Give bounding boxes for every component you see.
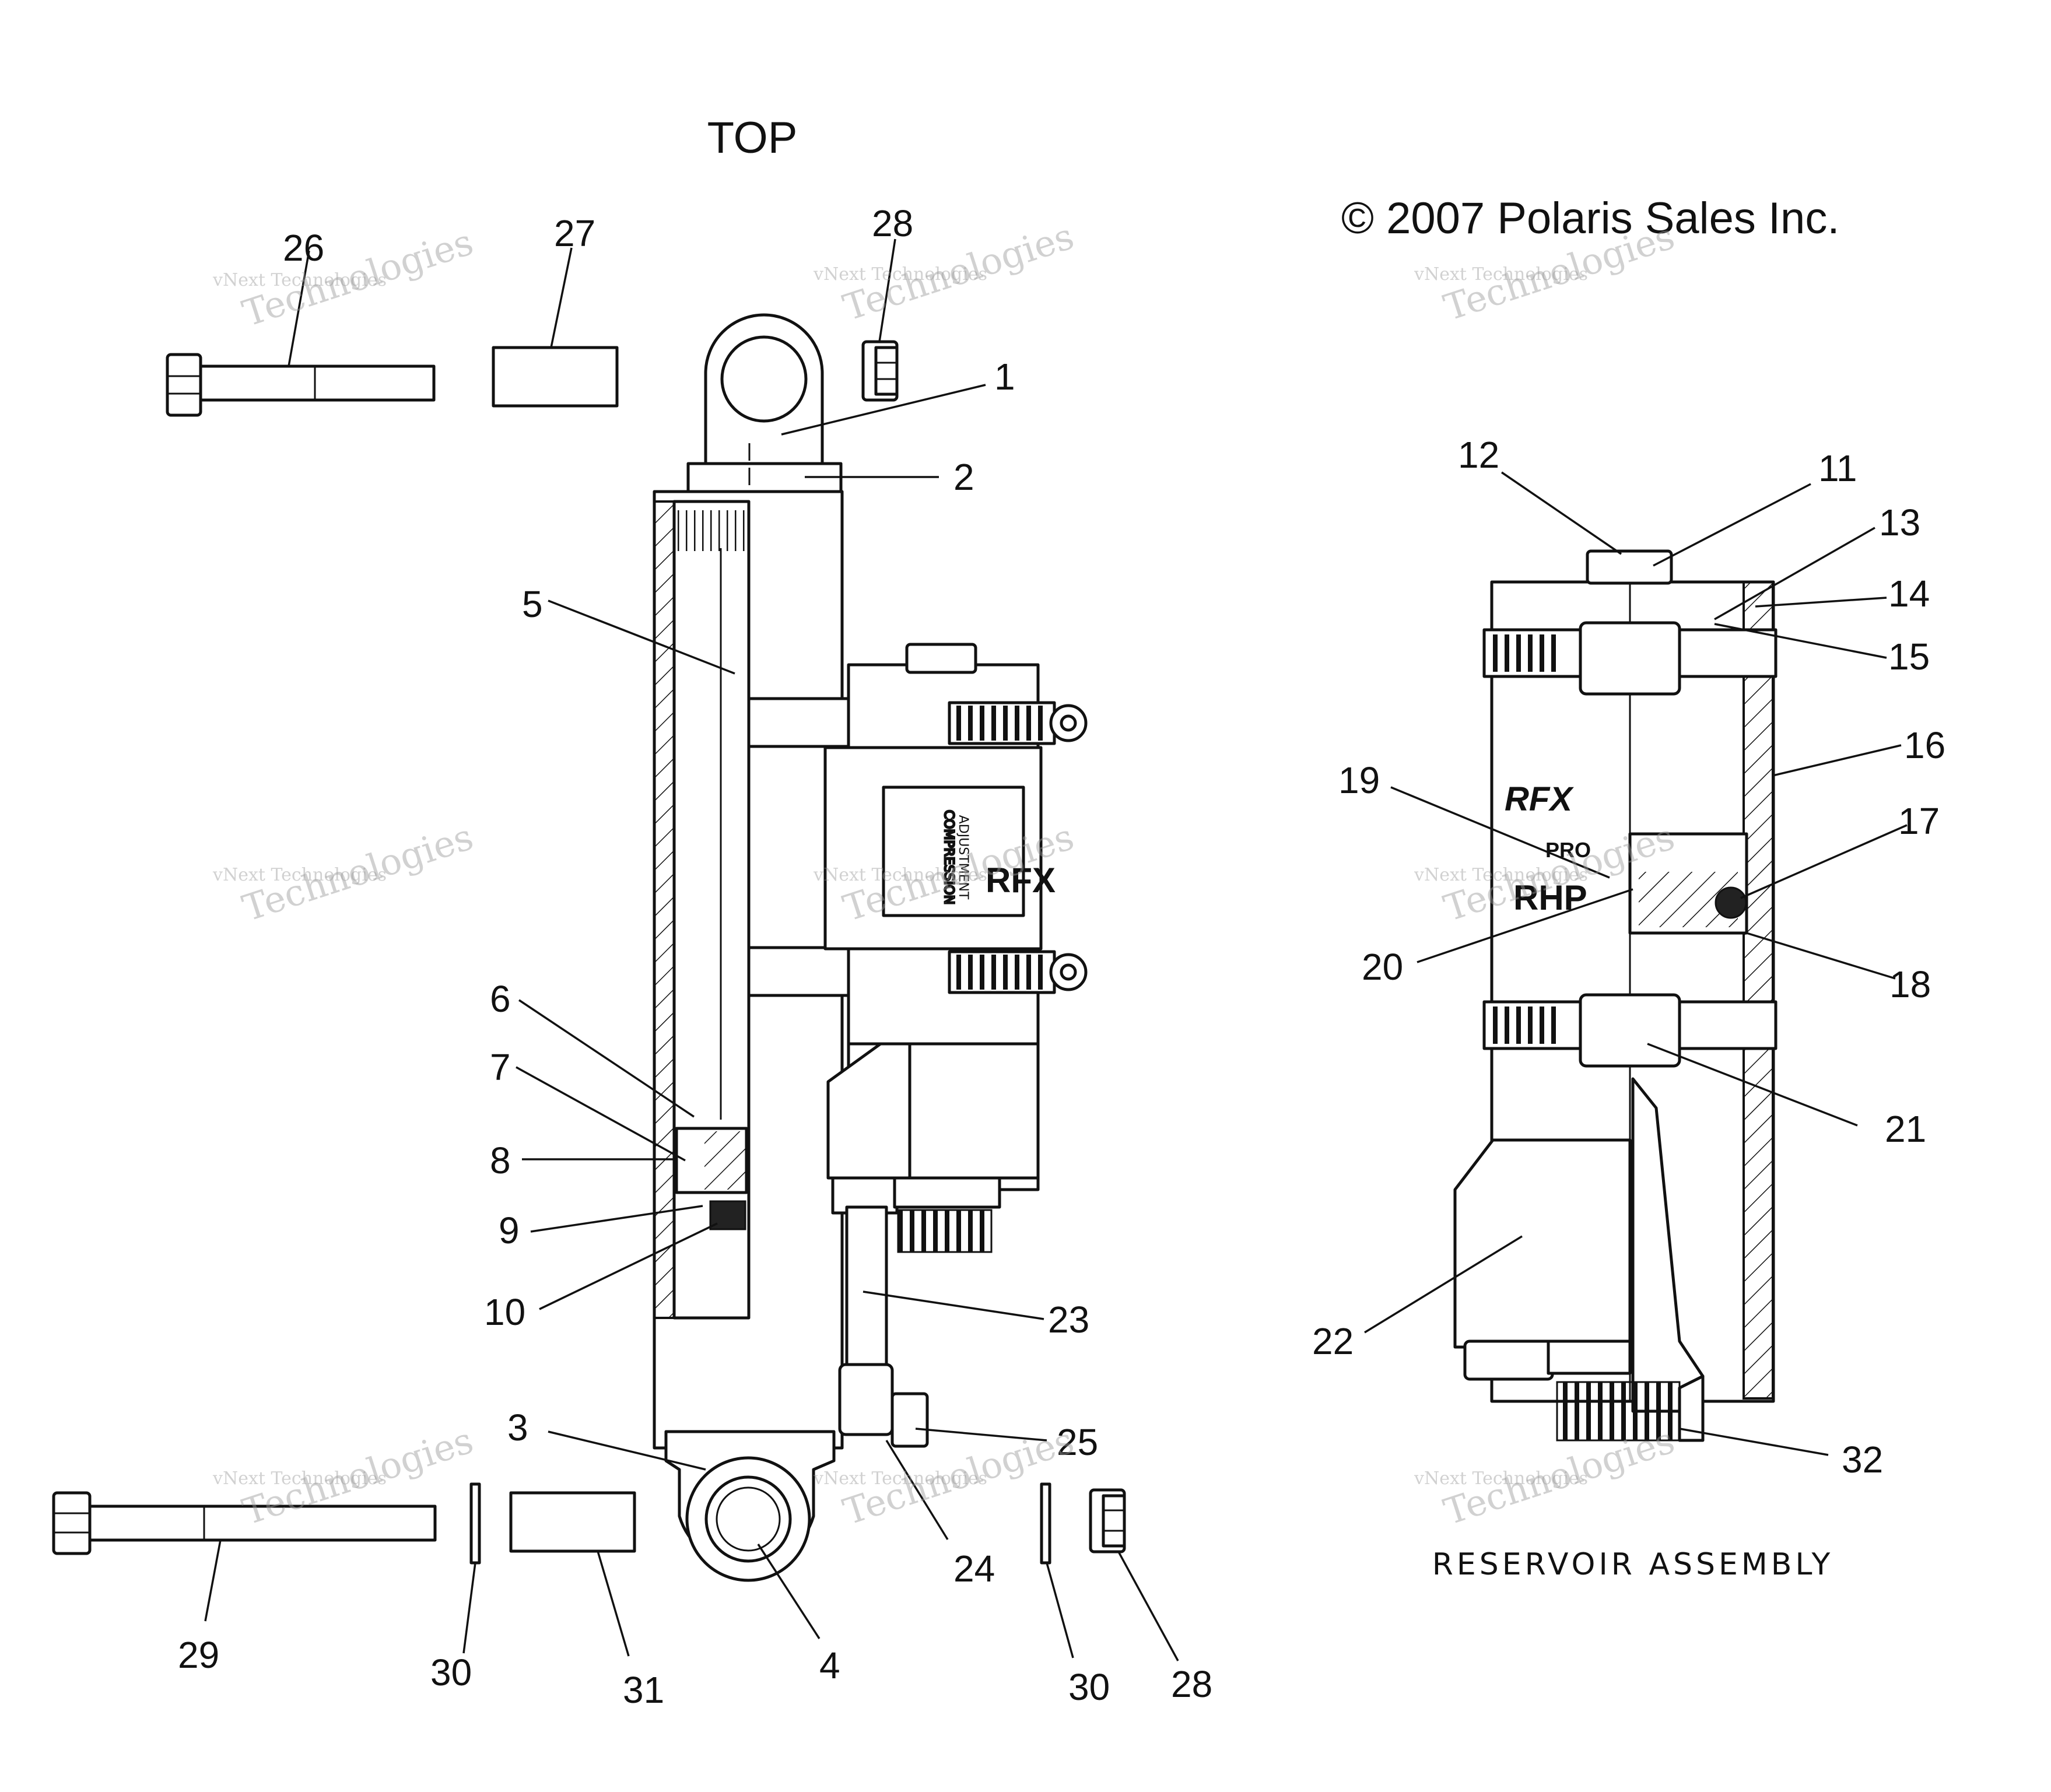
callout-26: 26 (283, 227, 324, 269)
callout-31: 31 (623, 1669, 664, 1711)
top-bolt (166, 353, 436, 417)
inner-tube (672, 500, 751, 1320)
callout-28-bottom: 28 (1171, 1663, 1212, 1705)
callout-30-right: 30 (1068, 1666, 1110, 1708)
bottom-bolt (52, 1491, 437, 1555)
callout-3: 3 (507, 1407, 528, 1449)
compression-adjuster-knob (897, 1209, 993, 1253)
floating-piston-oring (1715, 886, 1747, 919)
callout-numbers: 1 2 3 4 5 6 7 8 9 10 11 12 13 14 15 16 1… (178, 202, 1945, 1711)
bottom-spacer (509, 1491, 636, 1553)
clamp-lower (948, 950, 1088, 994)
callout-19: 19 (1338, 759, 1380, 801)
callout-32: 32 (1842, 1439, 1883, 1481)
piggyback-reservoir (823, 643, 1043, 1253)
callout-22: 22 (1312, 1320, 1354, 1362)
callout-24: 24 (953, 1548, 995, 1590)
callout-15: 15 (1888, 636, 1930, 678)
leader-lines (204, 239, 1908, 1661)
shock-eyelet-top (704, 313, 824, 468)
callout-8: 8 (490, 1139, 511, 1181)
shock-eyelet-bottom (664, 1430, 836, 1582)
callout-6: 6 (490, 978, 511, 1020)
callout-27: 27 (554, 212, 595, 254)
watermark: vNext Technologies Technologies (212, 815, 478, 930)
callout-1: 1 (994, 356, 1015, 398)
callout-9: 9 (499, 1209, 520, 1251)
copyright-notice: © 2007 Polaris Sales Inc. (1341, 194, 1839, 243)
callout-20: 20 (1362, 946, 1403, 988)
svg-text:RFX: RFX (1505, 780, 1574, 818)
svg-text:vNext Technologies: vNext Technologies (813, 865, 987, 885)
callout-11: 11 (1818, 447, 1857, 489)
reservoir-cap-bolt (1586, 549, 1673, 585)
svg-text:vNext Technologies: vNext Technologies (813, 1468, 987, 1489)
bottom-flange-nut (1089, 1488, 1126, 1553)
callout-14: 14 (1888, 573, 1930, 615)
callout-30-left: 30 (430, 1651, 472, 1693)
callout-18: 18 (1889, 963, 1931, 1005)
svg-text:COMPRESSION: COMPRESSION (941, 810, 956, 904)
reservoir-hose (838, 1205, 894, 1436)
svg-text:vNext Technologies: vNext Technologies (813, 264, 987, 285)
callout-17: 17 (1898, 800, 1940, 842)
svg-text:ADJUSTMENT: ADJUSTMENT (956, 815, 970, 900)
callout-10: 10 (484, 1291, 525, 1333)
svg-text:PRO: PRO (1545, 838, 1591, 862)
clamp-upper (948, 701, 1088, 745)
callout-2: 2 (953, 456, 974, 498)
washer-right (1040, 1482, 1051, 1565)
callout-5: 5 (522, 583, 543, 625)
hose-fitting-bolt (890, 1392, 929, 1448)
callout-16: 16 (1904, 724, 1945, 766)
reservoir-assembly-caption: RESERVOIR ASSEMBLY (1432, 1547, 1834, 1582)
reservoir-assembly-view: RFX PRO RHP (1453, 549, 1777, 1442)
svg-text:vNext Technologies: vNext Technologies (1414, 1468, 1588, 1489)
callout-13: 13 (1879, 502, 1920, 543)
reservoir-end-housing (1453, 1138, 1632, 1349)
callout-7: 7 (490, 1046, 511, 1088)
callout-12: 12 (1458, 434, 1499, 476)
washer-left (469, 1482, 481, 1565)
reservoir-decal: COMPRESSION ADJUSTMENT RFX (882, 785, 1056, 917)
callout-4: 4 (819, 1644, 840, 1686)
watermark: vNext Technologies Technologies (212, 220, 478, 335)
cylinder-wall-section (653, 500, 675, 1319)
reservoir-adjuster-knob (1556, 1381, 1681, 1442)
callout-21: 21 (1885, 1108, 1926, 1150)
svg-text:vNext Technologies: vNext Technologies (1414, 264, 1588, 285)
watermark: vNext Technologies Technologies (1414, 1419, 1680, 1533)
callout-28-top: 28 (872, 202, 913, 244)
svg-text:vNext Technologies: vNext Technologies (212, 270, 387, 290)
callout-25: 25 (1057, 1421, 1098, 1463)
callout-29: 29 (178, 1634, 219, 1676)
svg-text:vNext Technologies: vNext Technologies (1414, 865, 1588, 885)
watermark: vNext Technologies Technologies (813, 215, 1079, 329)
svg-text:vNext Technologies: vNext Technologies (212, 1468, 387, 1489)
svg-text:vNext Technologies: vNext Technologies (212, 865, 387, 885)
svg-text:RHP: RHP (1513, 878, 1587, 917)
top-flange-nut (861, 340, 899, 402)
diagram-title: TOP (707, 113, 798, 163)
svg-text:RFX: RFX (986, 861, 1056, 900)
callout-23: 23 (1048, 1299, 1089, 1341)
top-thread (674, 510, 749, 551)
top-spacer (492, 346, 619, 408)
